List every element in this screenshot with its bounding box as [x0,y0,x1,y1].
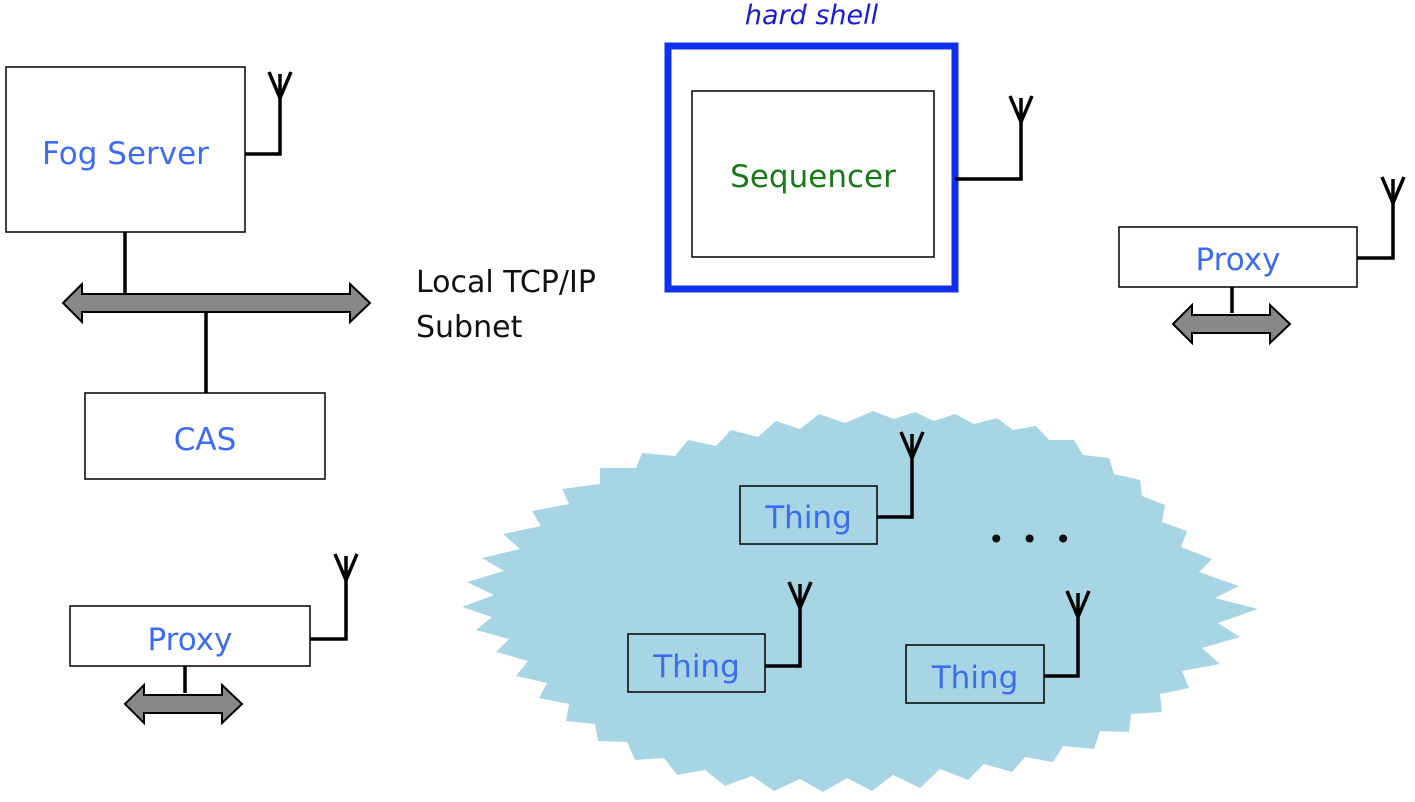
proxy-left-antenna-connector [310,580,348,641]
proxy-left-antenna-icon [333,553,359,585]
fog-server-antenna-connector [245,98,282,156]
proxy-right-antenna-icon [1380,176,1406,208]
sequencer-antenna-connector [955,122,1023,181]
proxy-right-double-arrow-icon [1171,302,1292,346]
ellipsis-label: • • • [988,523,1076,556]
local-subnet-label-line2: Subnet [416,310,523,345]
thing-2-label: Thing [653,649,740,685]
sequencer-antenna-icon [1008,95,1034,127]
proxy-right-label: Proxy [1195,242,1281,278]
proxy-right-box [1118,226,1358,288]
local-subnet-label-line1: Local TCP/IP [416,265,596,300]
fog-server-antenna-icon [267,71,293,103]
sequencer-box [691,90,935,258]
thing-3-box [905,644,1045,704]
fog-server-box [5,66,246,233]
proxy-left-label: Proxy [147,622,233,658]
thing-3-antenna-connector [1044,617,1080,678]
sequencer-label: Sequencer [730,159,896,195]
thing-1-label: Thing [765,500,852,536]
cas-box [84,392,326,480]
thing-1-antenna-icon [899,431,925,463]
hard-shell-label: hard shell [744,0,879,31]
proxy-left-box [69,605,311,667]
things-cloud [462,411,1258,792]
proxy-left-double-arrow-icon [123,682,244,726]
thing-3-label: Thing [931,660,1019,696]
thing-2-antenna-connector [765,608,802,668]
thing-1-box [739,485,878,545]
fog-server-label: Fog Server [42,136,209,172]
thing-2-antenna-icon [787,581,813,613]
cas-label: CAS [173,422,237,458]
proxy-right-antenna-connector [1357,203,1395,260]
subnet-double-arrow-icon [61,281,372,325]
thing-3-antenna-icon [1065,590,1091,622]
thing-1-antenna-connector [877,458,914,519]
thing-2-box [627,633,766,693]
